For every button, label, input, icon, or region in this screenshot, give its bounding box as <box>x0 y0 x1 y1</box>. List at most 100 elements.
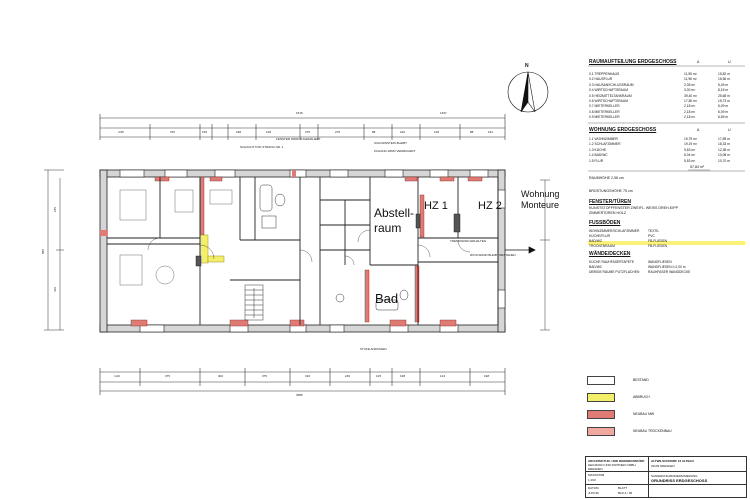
titleblock-type: SANIERUNG/MODERNISIERUNG <box>651 474 698 478</box>
titleblock-firm3: DRESDEN <box>588 467 603 471</box>
dim-top-10: 88 <box>470 130 474 134</box>
room-wohnung-line2: Monteure <box>521 200 560 211</box>
room-abstellraum-line2: raum <box>374 221 402 235</box>
schedule-eg-perimeter: 6,49 m <box>718 82 729 87</box>
schedule-wohnung-perimeter: 10,70 m <box>718 158 730 163</box>
dim-top-6: 275 <box>335 130 341 134</box>
legend-swatch <box>587 376 615 385</box>
dim-bottom-2: 302 <box>218 374 224 378</box>
schedule-eg-col-u: U <box>728 60 731 64</box>
left-dimension-lines <box>44 169 64 331</box>
titleblock-date: JUNI 96 <box>588 491 599 495</box>
dim-bottom-9: 198 <box>484 374 490 378</box>
fussboden-value: FB-FLIESEN <box>648 244 668 248</box>
waende-label: ÜBRIGE RÄUME PUTZFLÄCHEN <box>589 270 640 274</box>
schedule-eg-area: 2,05 m² <box>684 82 696 87</box>
schedule-wohnung-perimeter: 12,38 m <box>718 147 730 152</box>
schedule-eg-area: 39,40 m² <box>684 93 698 98</box>
dim-bottom-1: 375 <box>165 374 171 378</box>
new-walls <box>130 176 483 327</box>
schedule-wohnung-col-a: A <box>697 128 700 132</box>
note-fenster-line2: ZIMMERTÜREN HOLZ <box>589 211 627 215</box>
schedule-eg-label: 0.9 MIETERKELLER <box>589 115 620 120</box>
note-fenster-title: FENSTER/TÜREN <box>589 199 631 205</box>
schedule-eg-perimeter: 25,68 m <box>718 93 730 98</box>
titleblock-date-label: DATUM <box>588 486 599 490</box>
schedule-wohnung-label: 1.5 FLUR <box>589 158 604 163</box>
schedule-eg-label: 0.6 WIRTSCHAFTSRAUM <box>589 99 628 103</box>
dim-top-9: 128 <box>434 130 440 134</box>
schedule-eg-perimeter: 6,69 m <box>718 115 729 120</box>
dim-left-upper: 245 <box>53 206 58 213</box>
new-window-marks <box>100 170 296 236</box>
legend-label: BESTAND <box>633 378 649 382</box>
schedule-wohnung-area: 6,04 m² <box>684 153 696 158</box>
title-block: ARCHITEKTUR- UND INGENIEURBÜRO HEILMANN … <box>585 456 747 498</box>
dim-bottom-6: 125 <box>376 374 382 378</box>
dim-top-total: 1515 <box>296 111 303 115</box>
legend-label: NEUBAU TROCKENBAU <box>633 429 672 433</box>
titleblock-divider-h2 <box>586 484 746 485</box>
titleblock-firm1: ARCHITEKTUR- UND INGENIEURBÜRO <box>588 459 645 463</box>
dim-top-1: 376 <box>170 130 176 134</box>
dim-bottom-total: 3585 <box>296 393 303 397</box>
schedule-eg-label: 0.4 WIRTSCHAFTSRAUM <box>589 88 628 93</box>
note-fussboden-title: FUSSBÖDEN <box>589 220 621 226</box>
dim-bottom-5: 246 <box>345 374 351 378</box>
schedule-eg-perimeter: 15,82 m <box>718 72 730 76</box>
schedule-wohnung-title: WOHNUNG ERDGESCHOSS <box>589 127 657 133</box>
right-dimension-lines <box>540 179 550 331</box>
schedule-wohnung-area: 19,19 m² <box>684 142 698 147</box>
titleblock-scale-label: MASSSTAB <box>588 473 605 477</box>
schedule-eg-area: 2,18 m² <box>684 115 696 120</box>
schedule-wohnung-total: 57,84 m² <box>690 165 705 169</box>
fussboden-value: TEXTIL <box>648 229 660 233</box>
dim-left-total: 886 <box>41 248 46 255</box>
room-hz2: HZ 2 <box>478 200 502 212</box>
annotation-trennwand: TRENNWAND ERHALTEN <box>450 239 487 243</box>
annotation-rueckwand: RÜCKWAND BLEIBT BESTEHEN <box>470 253 516 257</box>
sanitary-fixtures <box>259 184 409 311</box>
chimneys <box>195 213 461 267</box>
titleblock-divider-h1 <box>586 471 746 472</box>
titleblock-project1: ALTWILSCHDORF 16 ALTBAU <box>651 459 694 463</box>
fb-highlight <box>588 241 745 245</box>
room-hz1: HZ 1 <box>424 200 448 212</box>
schedule-wohnung-perimeter: 17,89 m <box>718 137 730 141</box>
legend-label: NEUBAU MW <box>633 412 655 416</box>
dim-top-11: 191 <box>488 130 494 134</box>
schedule-wohnung-label: 1.4 BAD/WC <box>589 153 608 158</box>
north-arrow <box>507 71 549 113</box>
dim-top-0: 4,65 <box>118 130 124 134</box>
dim-top-right: 1497 <box>440 111 447 115</box>
room-bad: Bad <box>375 291 399 306</box>
schedule-wohnung-label: 1.3 KÜCHE <box>589 147 607 152</box>
fussboden-label: TROCKENRAUM <box>589 244 615 248</box>
schedule-wohnung-area: 5,53 m² <box>684 158 696 163</box>
annotation-schacht: SCHACHT FÜR STRANG NR. 1 <box>240 145 284 149</box>
fussboden-value: PVC <box>648 234 655 238</box>
titleblock-divider-v <box>648 457 649 497</box>
dim-top-8: 246 <box>400 130 406 134</box>
schedule-wohnung-area: 9,63 m² <box>684 147 696 152</box>
dim-top-2: 159 <box>202 130 208 134</box>
furniture <box>119 189 233 286</box>
dim-bottom-0: 4,40 <box>114 374 120 378</box>
schedule-eg-area: 11,55 m² <box>684 72 697 76</box>
north-label: N <box>525 63 529 69</box>
fussboden-label: KÜCHE/FLUR <box>589 234 611 238</box>
legend-label: ABBRUCH <box>633 395 650 399</box>
fussboden-label: WOHNZIMMER/SCHLAFZIMMER <box>589 229 640 233</box>
room-abstellraum: Abstell- raum <box>374 206 414 236</box>
legend-swatch <box>587 427 615 436</box>
schedule-eg-perimeter: 6,09 m <box>718 109 729 114</box>
dim-top-3: 198 <box>236 130 242 134</box>
annotation-schornstein: SCHORNSTEIN BLEIBT <box>374 141 408 145</box>
titleblock-project2: 01109 DRESDEN <box>651 464 675 468</box>
schedule-eg-label: 0.8 MIETERKELLER <box>589 109 620 114</box>
schedule-eg-perimeter: 8,15 m <box>718 88 729 93</box>
dim-top-4: 148 <box>266 130 272 134</box>
room-wohnung-monteure: Wohnung Monteure <box>521 189 559 212</box>
schedule-eg-perimeter: 16,56 m <box>718 77 730 82</box>
room-abstellraum-line1: Abstell- <box>374 206 415 220</box>
